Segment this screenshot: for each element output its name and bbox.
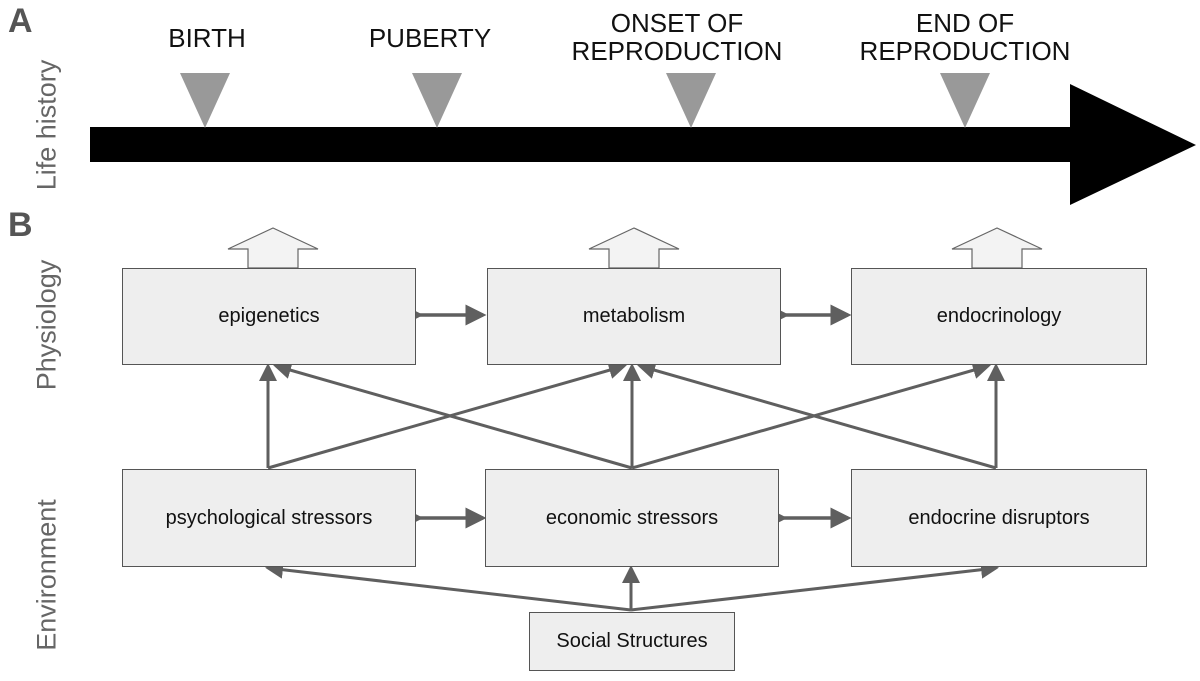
stage-label-line: BIRTH: [168, 23, 246, 53]
social-structures-box: Social Structures: [529, 612, 735, 671]
psychological-to-metabolism-arrow: [267, 361, 627, 470]
end-of-reproduction-marker: [940, 73, 990, 128]
stage-label-line: ONSET OF: [610, 8, 744, 38]
panel-label-a: A: [8, 2, 33, 40]
stage-label-end-of-reproduction: END OF REPRODUCTION: [860, 9, 1071, 65]
life-history-timeline-arrow: [90, 84, 1196, 205]
economic-to-epigenetics-arrow: [273, 361, 633, 470]
stage-label-line: PUBERTY: [368, 23, 492, 53]
social-to-psychological-arrow: [265, 560, 632, 612]
side-label-environment: Environment: [31, 499, 62, 651]
stage-label-line: END OF: [915, 8, 1015, 38]
metabolism-up-arrow: [588, 227, 680, 269]
puberty-marker: [412, 73, 462, 128]
economic-to-endocrinology-arrow: [631, 361, 991, 470]
stage-label-puberty: PUBERTY: [369, 24, 491, 52]
endocrinology-box: endocrinology: [851, 268, 1147, 365]
stage-label-line: REPRODUCTION: [571, 36, 783, 66]
epigenetics-up-arrow: [227, 227, 319, 269]
side-label-life-history: Life history: [31, 59, 62, 191]
social-to-endocrine-disruptors-arrow: [630, 560, 999, 612]
birth-marker: [180, 73, 230, 128]
economic-stressors-box: economic stressors: [485, 469, 779, 567]
side-label-physiology: Physiology: [31, 259, 62, 391]
psychological-stressors-box: psychological stressors: [122, 469, 416, 567]
endocrinology-up-arrow: [951, 227, 1043, 269]
endocrine-disruptors-to-metabolism-arrow: [637, 361, 997, 470]
panel-label-b: B: [8, 206, 33, 244]
endocrine-disruptors-box: endocrine disruptors: [851, 469, 1147, 567]
stage-label-birth: BIRTH: [168, 24, 246, 52]
stage-label-line: REPRODUCTION: [859, 36, 1071, 66]
metabolism-box: metabolism: [487, 268, 781, 365]
stage-label-onset-of-reproduction: ONSET OF REPRODUCTION: [572, 9, 783, 65]
onset-of-reproduction-marker: [666, 73, 716, 128]
epigenetics-box: epigenetics: [122, 268, 416, 365]
